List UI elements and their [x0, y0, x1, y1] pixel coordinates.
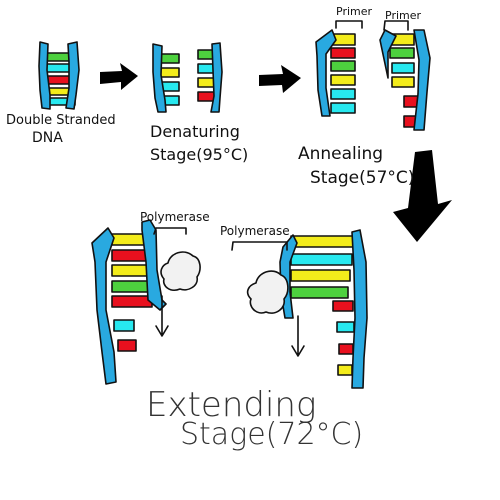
- process-arrow-1: [100, 63, 138, 90]
- label-primer-left: Primer: [336, 5, 373, 18]
- annealing-strand-left: [315, 29, 356, 117]
- primer-bracket-right: [383, 20, 409, 31]
- process-arrow-3: [393, 150, 452, 242]
- polymerase-blob-right: [246, 270, 289, 314]
- label-double-stranded: Double Stranded: [6, 113, 116, 128]
- label-denaturing-temp: Stage(95°C): [150, 145, 249, 164]
- label-annealing-temp: Stage(57°C): [310, 168, 415, 188]
- label-annealing: Annealing: [298, 144, 384, 164]
- direction-arrow-left: [155, 295, 169, 337]
- label-dna: DNA: [32, 130, 63, 146]
- process-arrow-2: [259, 65, 301, 93]
- polymerase-bracket-left: [153, 227, 187, 235]
- extending-complex-left: [91, 219, 167, 385]
- label-denaturing: Denaturing: [150, 122, 240, 141]
- double-stranded-dna: [38, 41, 80, 110]
- label-polymerase-right: Polymerase: [220, 224, 290, 238]
- direction-arrow-right: [291, 315, 305, 357]
- extending-complex-right: [279, 229, 368, 389]
- primer-bracket-left: [335, 20, 363, 29]
- annealing-strand-right: [379, 29, 431, 131]
- label-extending: Extending: [146, 385, 317, 425]
- polymerase-bracket-right: [231, 241, 288, 251]
- denatured-strand-left: [152, 43, 180, 113]
- label-primer-right: Primer: [385, 9, 422, 22]
- denatured-strand-right: [197, 42, 223, 113]
- label-polymerase-left: Polymerase: [140, 210, 210, 224]
- label-extending-temp: Stage(72°C): [180, 417, 364, 452]
- polymerase-blob-left: [160, 251, 201, 291]
